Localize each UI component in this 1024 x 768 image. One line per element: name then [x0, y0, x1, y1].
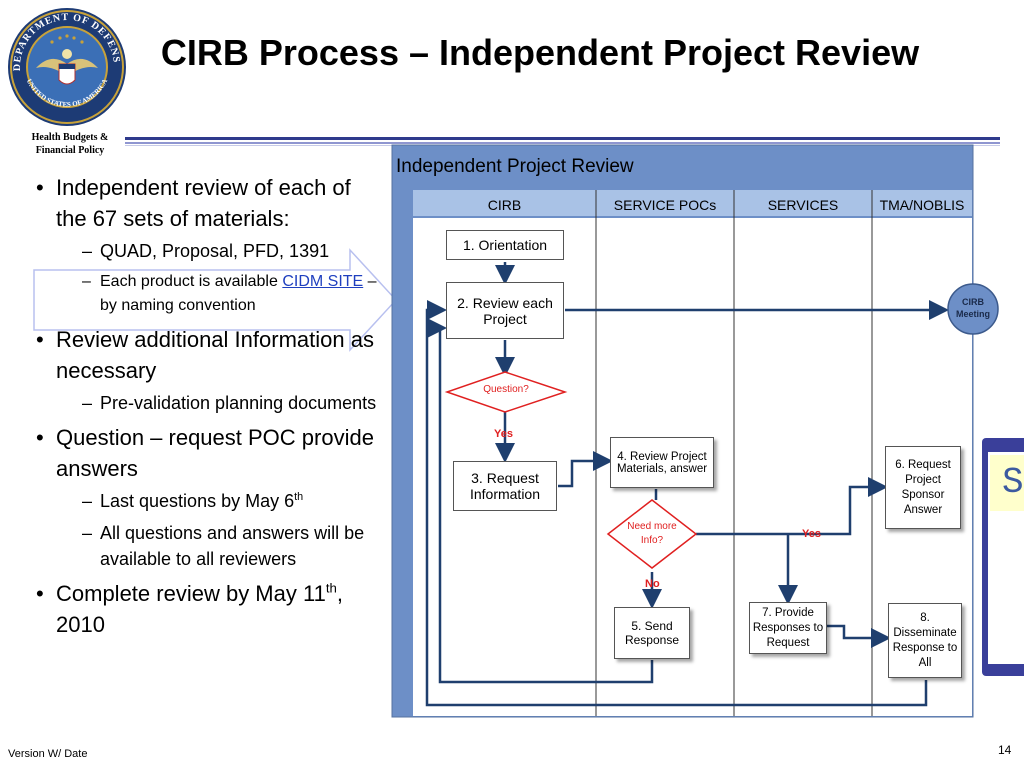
page-number: 14 [998, 743, 1012, 757]
lane-header-service-pocs: SERVICE POCs [613, 197, 717, 213]
yes-label: Yes [802, 528, 821, 540]
no-label: No [645, 578, 660, 590]
diagram-title: Independent Project Review [396, 156, 634, 177]
lane-header-tma-noblis: TMA/NOBLIS [879, 197, 965, 213]
sub-bullet-last-questions: –Last questions by May 6th [82, 491, 304, 511]
slide-title: CIRB Process – Independent Project Revie… [160, 32, 920, 73]
step-review-each-project: 2. Review each Project [446, 282, 564, 339]
bullet-independent-review: Independent review of each of the 67 set… [36, 172, 381, 234]
cirb-meeting-circle [947, 283, 999, 335]
cidm-site-link[interactable]: CIDM SITE [282, 273, 364, 290]
connector [558, 451, 613, 488]
bullet-complete-review: Complete review by May 11th, 2010 [36, 578, 381, 640]
version-footer: Version W/ Date [8, 748, 88, 760]
bullet-list: Independent review of each of the 67 set… [36, 172, 381, 644]
step-request-sponsor-answer: 6. Request Project Sponsor Answer [885, 446, 961, 529]
question-decision-diamond [444, 371, 568, 413]
lane-header-services: SERVICES [767, 197, 839, 213]
question-label: Question? [483, 384, 529, 395]
need-more-info-label: Need more Info? [627, 521, 677, 546]
connector [826, 624, 891, 648]
step-orientation: 1. Orientation [446, 230, 564, 260]
sub-bullet-all-questions: –All questions and answers will be avail… [82, 523, 365, 569]
lane-header-cirb: CIRB [487, 197, 522, 213]
sub-bullet-pre-validation: –Pre-validation planning documents [82, 393, 377, 413]
step-request-information: 3. Request Information [453, 461, 557, 511]
need-more-info-decision-diamond [606, 499, 698, 569]
connector [696, 477, 888, 536]
cirb-meeting-label: CIRB Meeting [955, 297, 990, 319]
step-send-response: 5. Send Response [614, 607, 690, 659]
dod-seal-logo: DEPARTMENT OF DEFENSE UNITED STATES OF A… [6, 6, 126, 126]
connector [425, 300, 928, 707]
bullet-review-additional: Review additional Information as necessa… [36, 324, 381, 386]
org-label: Health Budgets & Financial Policy [31, 132, 109, 156]
connector [427, 318, 654, 684]
step-review-project-materials: 4. Review Project Materials, answer [610, 437, 714, 488]
step-provide-responses: 7. Provide Responses to Request [749, 602, 827, 654]
partial-side-panel-text: S [990, 455, 1024, 511]
bullet-question-request: Question – request POC provide answers [36, 422, 381, 484]
lane-header-row [413, 190, 972, 218]
sub-bullet-product-available: –Each product is available CIDM SITE – b… [82, 273, 377, 314]
step-disseminate-response: 8. Disseminate Response to All [888, 603, 962, 678]
sub-bullet-quad: –QUAD, Proposal, PFD, 1391 [82, 241, 330, 261]
yes-label: Yes [494, 428, 513, 440]
